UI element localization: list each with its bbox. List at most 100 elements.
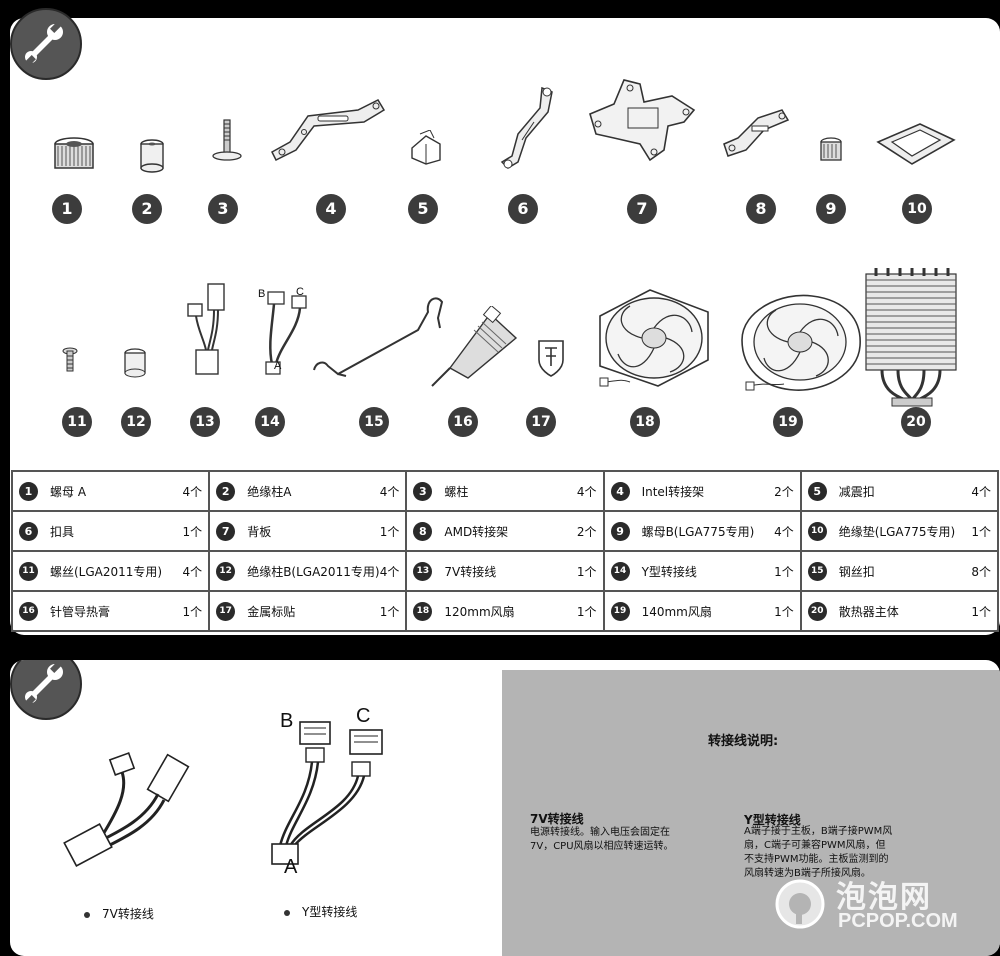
part-name: AMD转接架 — [444, 524, 509, 539]
cable-label-a: A — [274, 360, 282, 372]
part-name: 针管导热膏 — [50, 604, 111, 619]
part-quantity: 4个 — [774, 524, 794, 539]
part-quantity: 4个 — [576, 484, 597, 499]
part-number-badge: 3 — [208, 194, 238, 224]
part-quantity: 2个 — [774, 484, 794, 499]
wire-clip-illustration — [313, 297, 444, 377]
part-name: Y型转接线 — [641, 564, 697, 579]
120mm-fan-illustration — [599, 289, 709, 387]
part-name: 散热器主体 — [838, 604, 899, 619]
part-number-badge: 9 — [816, 194, 846, 224]
bullet-icon — [84, 911, 90, 918]
7v-info-line: 7V，CPU风扇以相应转速运转。 — [530, 841, 674, 852]
part-name: 140mm风扇 — [641, 604, 712, 619]
y-cable-illustration — [265, 291, 307, 375]
cable-label-b: B — [258, 288, 266, 300]
part-quantity: 4个 — [971, 484, 991, 499]
part-name: 钢丝扣 — [838, 564, 875, 579]
7v-cable-caption: 7V转接线 — [84, 905, 154, 922]
part-number-badge: 7 — [627, 194, 657, 224]
part-name: 绝缘柱A — [247, 484, 292, 499]
vibration-clip-illustration — [411, 130, 441, 165]
cable-label-b: B — [280, 710, 294, 732]
part-number-badge: 1 — [52, 194, 82, 224]
part-number-badge: 18 — [630, 407, 660, 437]
part-number-icon: 2 — [216, 481, 236, 501]
part-number-badge: 16 — [448, 407, 478, 437]
7v-info-desc: 电源转接线。输入电压会固定在 7V，CPU风扇以相应转速运转。 — [530, 826, 674, 854]
part-name: 绝缘垫(LGA775专用) — [838, 524, 956, 539]
part-number-badge: 12 — [121, 407, 151, 437]
part-name: 扣具 — [50, 524, 75, 539]
cable-panel: 7V转接线 B C A Y型转接线 转接线说明: 7V转接线 电源转接线。输入电… — [10, 660, 1000, 956]
part-quantity: 1个 — [576, 604, 597, 619]
table-cell: 3 螺柱 4个 — [405, 470, 605, 512]
part-name: Intel转接架 — [641, 484, 705, 499]
stud-illustration — [212, 119, 242, 161]
part-number-badge: 19 — [773, 407, 803, 437]
part-name: 背板 — [247, 524, 272, 539]
part-number-badge: 2 — [132, 194, 162, 224]
cable-label-a: A — [284, 856, 298, 878]
part-quantity: 1个 — [774, 604, 794, 619]
wrench-icon — [10, 8, 82, 80]
part-number-icon: 3 — [413, 481, 433, 501]
part-number-icon: 17 — [216, 601, 236, 621]
part-number-badge: 5 — [408, 194, 438, 224]
part-name: 螺丝(LGA2011专用) — [50, 564, 163, 579]
part-number-icon: 11 — [19, 561, 38, 581]
part-name: 7V转接线 — [444, 564, 497, 579]
part-quantity: 1个 — [182, 604, 203, 619]
y-info-desc: A端子接于主板，B端子接PWM风 扇，C端子可兼容PWM风扇，但 不支持PWM功… — [744, 825, 892, 881]
insulation-pad-illustration — [876, 123, 956, 165]
part-name: 减震扣 — [838, 484, 875, 499]
part-number-icon: 4 — [610, 481, 630, 501]
part-entry: 2 绝缘柱A 4个 — [216, 481, 400, 501]
screw-illustration — [62, 347, 78, 372]
nut-a-illustration — [54, 137, 94, 169]
part-number-badge: 6 — [508, 194, 538, 224]
intel-bracket-illustration — [271, 99, 386, 162]
part-name: 螺柱 — [444, 484, 469, 499]
part-number-badge: 10 — [902, 194, 932, 224]
part-number-icon: 15 — [807, 561, 827, 581]
y-info-title: Y型转接线 — [744, 813, 801, 827]
7v-cable-caption-text: 7V转接线 — [102, 907, 154, 921]
part-quantity: 1个 — [576, 564, 597, 579]
y-info-line: 风扇转速为B端子所接风扇。 — [744, 868, 871, 879]
bullet-icon — [284, 909, 290, 916]
part-quantity: 1个 — [379, 524, 400, 539]
part-quantity: 4个 — [379, 484, 400, 499]
part-name: 绝缘柱B(LGA2011专用) — [247, 564, 380, 579]
part-number-badge: 17 — [526, 407, 556, 437]
y-cable-caption: Y型转接线 — [284, 903, 357, 920]
thermal-paste-syringe-illustration — [431, 306, 518, 387]
7v-info-title: 7V转接线 — [530, 812, 584, 826]
part-number-badge: 14 — [255, 407, 285, 437]
part-number-icon: 18 — [413, 601, 433, 621]
y-info-line: A端子接于主板，B端子接PWM风 — [744, 826, 893, 837]
part-number-icon: 6 — [19, 521, 38, 541]
part-number-badge: 13 — [190, 407, 220, 437]
